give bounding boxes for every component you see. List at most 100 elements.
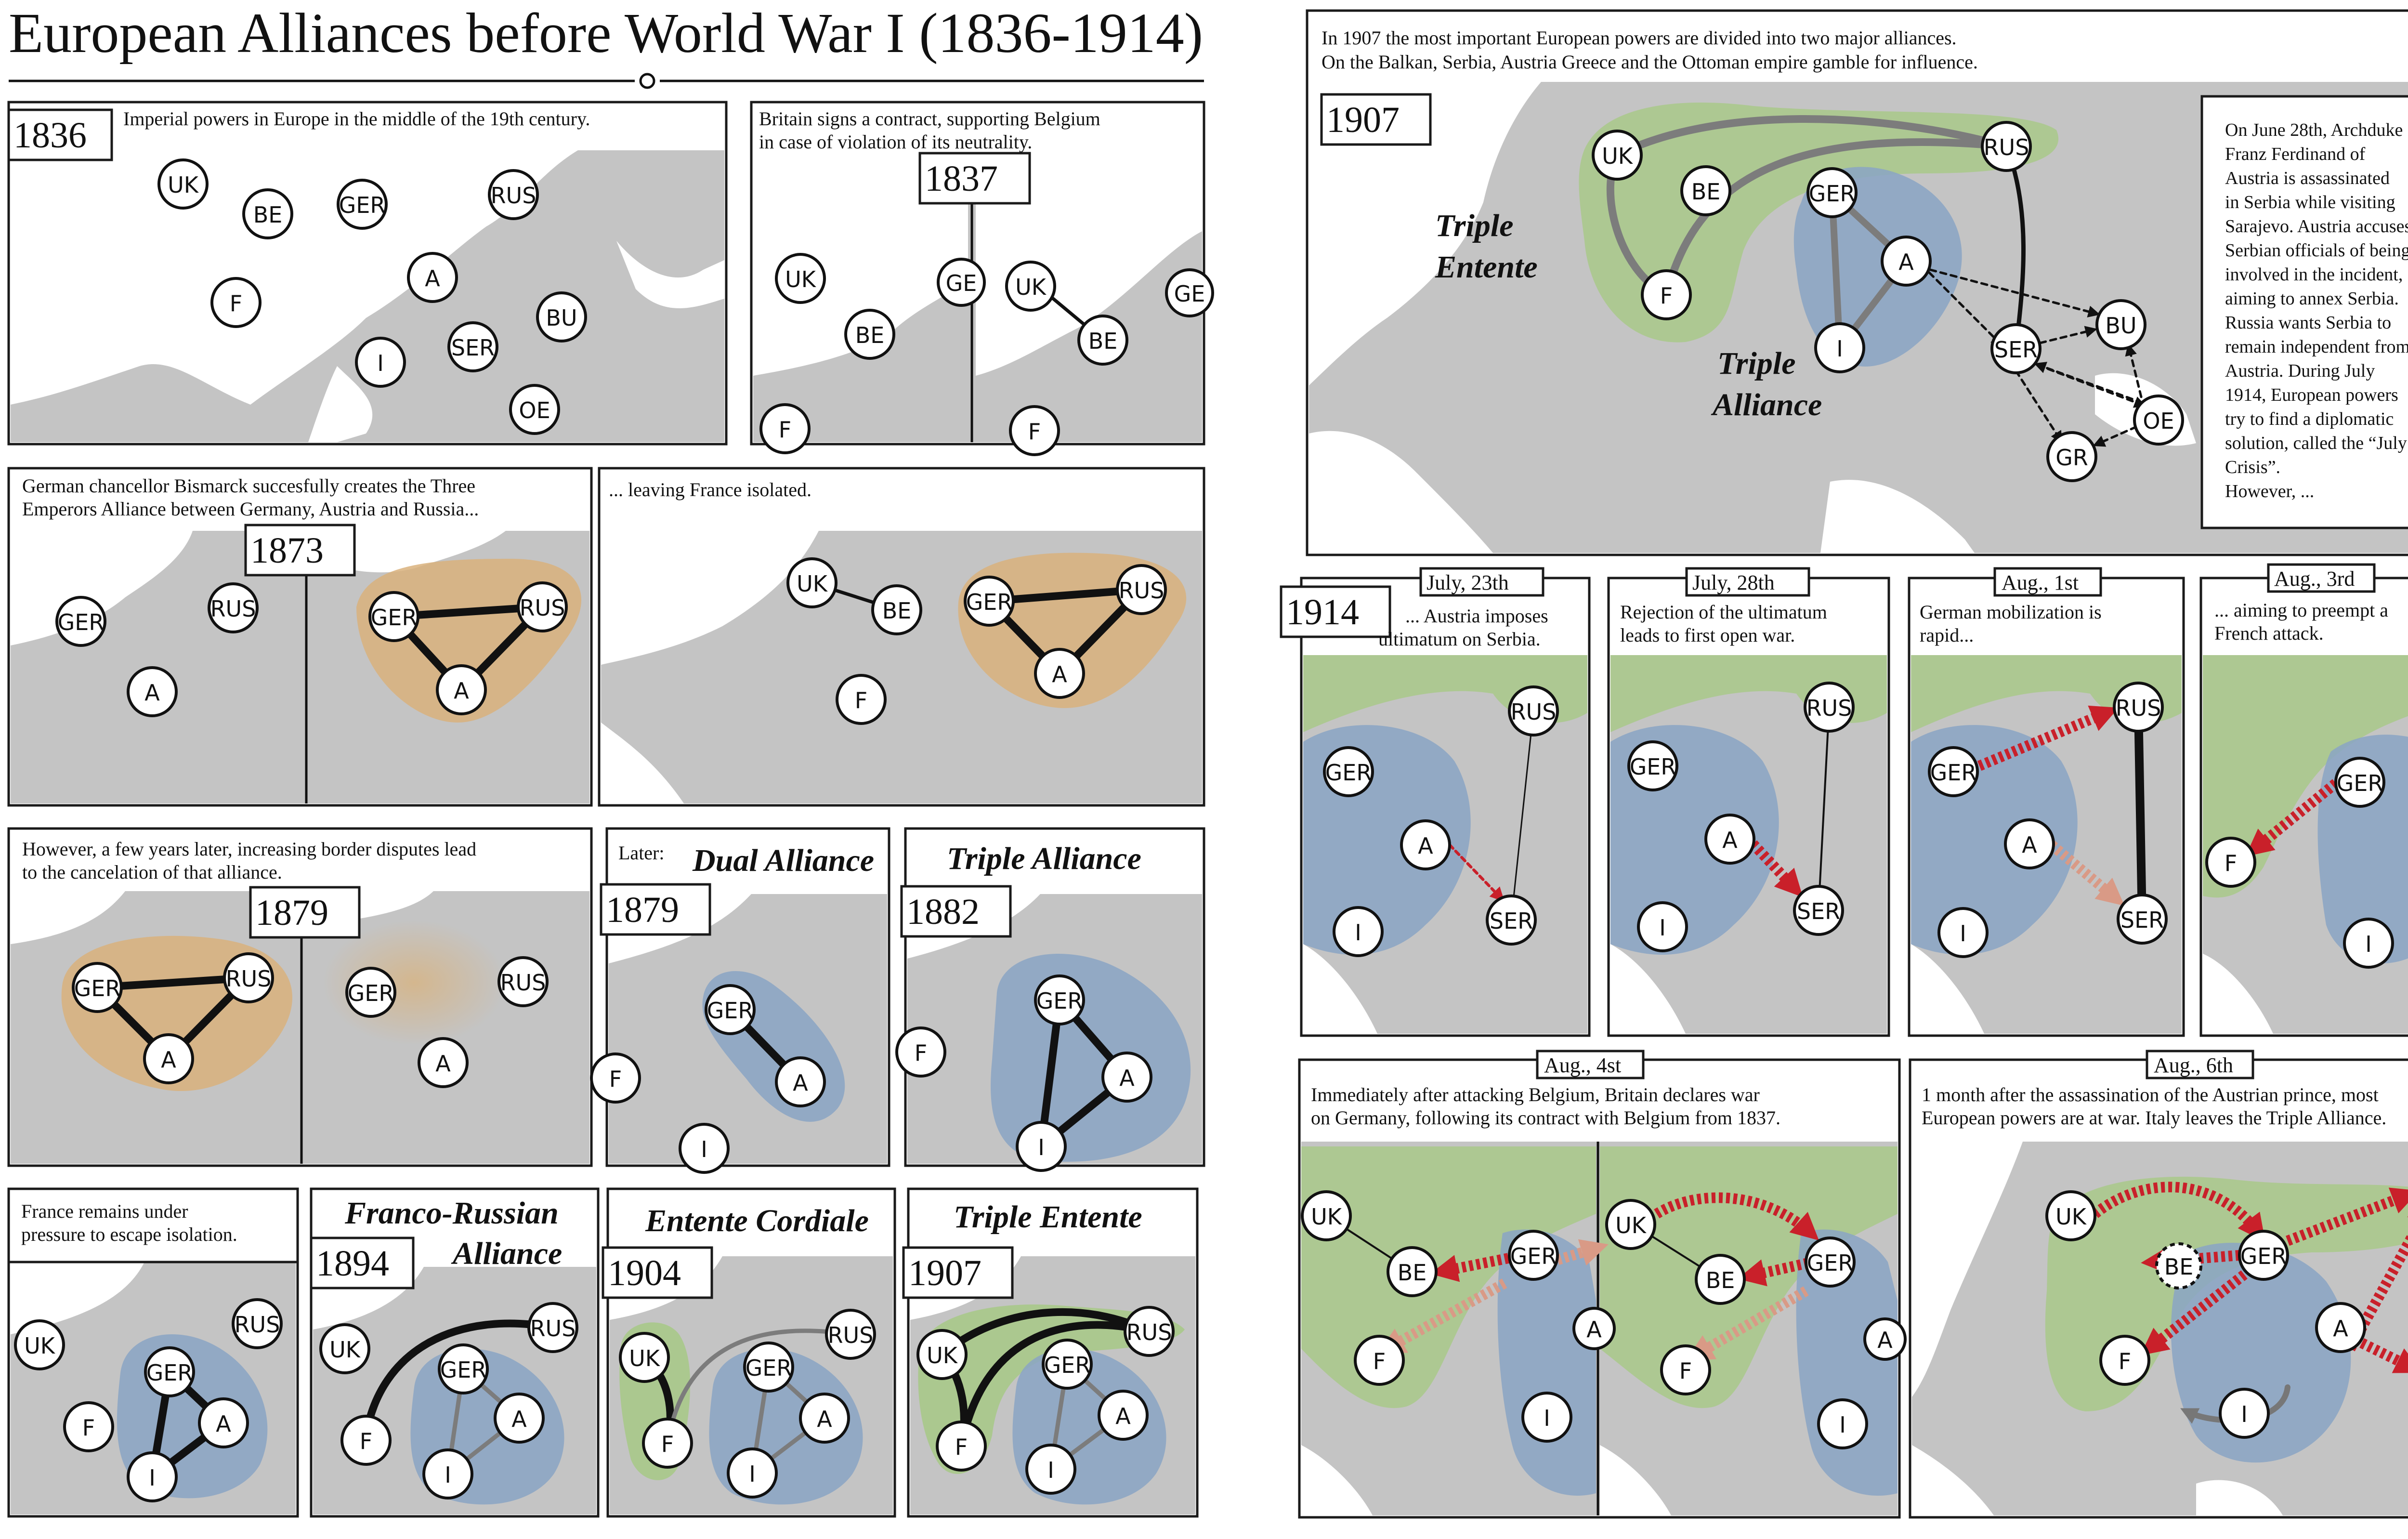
- panel-caption: Immediately after attacking Belgium, Bri…: [1311, 1084, 1760, 1105]
- svg-text:RUS: RUS: [828, 1322, 874, 1348]
- panel-1873: 1873 German chancellor Bismarck succesfu…: [7, 467, 593, 807]
- node-f: F: [836, 674, 887, 725]
- node-i: I: [679, 1123, 730, 1174]
- svg-text:GER: GER: [1807, 1250, 1854, 1276]
- svg-text:F: F: [855, 687, 867, 713]
- date-label: Aug., 4st: [1544, 1053, 1621, 1077]
- node-rus: RUS: [223, 952, 274, 1003]
- panel-caption: On the Balkan, Serbia, Austria Greece an…: [1322, 51, 1978, 73]
- svg-text:GER: GER: [1930, 760, 1977, 786]
- panel-aug-6: Aug., 6th 1 month after the assassinatio…: [1909, 1050, 2408, 1519]
- svg-text:RUS: RUS: [520, 595, 565, 621]
- panel-caption: European powers are at war. Italy leaves…: [1922, 1107, 2386, 1129]
- label-triple-entente: Entente: [1435, 250, 1538, 285]
- node-a: A: [1098, 1390, 1149, 1441]
- svg-text:RUS: RUS: [1984, 134, 2029, 160]
- node-i: I: [1637, 901, 1688, 952]
- svg-text:F: F: [955, 1434, 968, 1460]
- panel-caption: Britain signs a contract, supporting Bel…: [759, 108, 1100, 130]
- svg-text:A: A: [1119, 1065, 1135, 1091]
- node-ger: GER: [743, 1342, 794, 1393]
- alliance-link: [362, 1319, 557, 1439]
- year-label: 1879: [606, 890, 679, 930]
- svg-text:I: I: [1659, 915, 1666, 941]
- node-be: BE: [2155, 1242, 2202, 1289]
- year-label: 1907: [1326, 100, 1400, 140]
- svg-text:GER: GER: [348, 980, 394, 1006]
- title-block: European Alliances before World War I (1…: [9, 1, 1204, 89]
- node-i: I: [422, 1448, 473, 1500]
- node-f: F: [210, 277, 262, 328]
- node-uk: UK: [786, 557, 838, 608]
- alliance-link: [938, 1308, 1153, 1358]
- node-i: I: [127, 1451, 178, 1502]
- node-uk: UK: [157, 158, 209, 210]
- svg-text:OE: OE: [519, 397, 550, 423]
- node-rus: RUS: [497, 956, 549, 1007]
- node-ger: GER: [1034, 974, 1085, 1026]
- svg-text:F: F: [2225, 850, 2237, 876]
- node-be: BE: [1695, 1254, 1746, 1305]
- date-label: Aug., 1st: [2002, 571, 2079, 594]
- svg-text:BE: BE: [855, 322, 885, 348]
- svg-text:GER: GER: [440, 1357, 487, 1383]
- svg-text:RUS: RUS: [1119, 578, 1165, 604]
- svg-text:I: I: [2365, 931, 2372, 957]
- panel-caption: However, a few years later, increasing b…: [22, 838, 476, 860]
- svg-text:GER: GER: [746, 1355, 792, 1381]
- node-i: I: [1016, 1121, 1067, 1172]
- panel-1879: 1879 However, a few years later, increas…: [7, 827, 593, 1167]
- panel-caption: Emperors Alliance between Germany, Austr…: [22, 498, 479, 520]
- alliance-link: [2134, 703, 2146, 923]
- year-label: 1837: [925, 158, 998, 199]
- svg-text:UK: UK: [2055, 1204, 2087, 1230]
- svg-text:I: I: [749, 1461, 756, 1487]
- war-arrow: [2359, 1338, 2408, 1373]
- label-triple-alliance: Alliance: [1711, 387, 1822, 422]
- node-i: I: [2343, 918, 2394, 969]
- svg-text:A: A: [793, 1070, 808, 1096]
- panel-caption: In 1907 the most important European powe…: [1322, 27, 1957, 49]
- node-a: A: [775, 1056, 826, 1107]
- svg-text:F: F: [779, 417, 791, 443]
- war-arrow: [1737, 1258, 1809, 1287]
- node-ger: GER: [964, 576, 1015, 627]
- alliance-link: [1613, 115, 2010, 159]
- ultimatum-arrow: [1448, 843, 1505, 902]
- node-a: A: [1400, 819, 1451, 870]
- war-arrow: [2092, 1182, 2265, 1242]
- panel-title: Entente Cordiale: [645, 1203, 869, 1238]
- svg-text:BE: BE: [1706, 1267, 1735, 1293]
- svg-text:UK: UK: [1015, 274, 1047, 300]
- svg-text:A: A: [1418, 833, 1433, 859]
- node-i: I: [1025, 1444, 1076, 1495]
- node-be: BE: [1077, 315, 1128, 366]
- svg-text:BE: BE: [1398, 1260, 1427, 1286]
- svg-text:I: I: [1836, 336, 1843, 362]
- node-i: I: [727, 1447, 778, 1499]
- svg-text:GER: GER: [2337, 770, 2383, 796]
- influence-arrow: [2125, 343, 2143, 398]
- node-ger: GER: [55, 596, 106, 647]
- year-label: 1904: [608, 1253, 681, 1293]
- node-ger: GER: [1323, 746, 1374, 797]
- node-a: A: [198, 1397, 249, 1448]
- svg-text:UK: UK: [1602, 143, 1634, 169]
- node-rus: RUS: [1116, 564, 1167, 615]
- alliance-links: [93, 115, 2408, 1481]
- panel-aug-4: Aug., 4st Immediately after attacking Be…: [1298, 1050, 1901, 1519]
- alliance-link: [665, 1329, 853, 1446]
- panel-title: Triple Alliance: [947, 841, 1141, 876]
- svg-text:UK: UK: [1615, 1212, 1647, 1238]
- svg-text:SER: SER: [1994, 337, 2038, 363]
- panel-caption: pressure to escape isolation.: [21, 1223, 237, 1245]
- svg-text:GER: GER: [74, 975, 121, 1001]
- svg-text:GE: GE: [1174, 281, 1205, 307]
- svg-text:GE: GE: [946, 270, 977, 296]
- label-triple-entente: Triple: [1435, 208, 1514, 243]
- node-f: F: [2205, 837, 2256, 888]
- node-f: F: [340, 1415, 392, 1466]
- war-arrow: [2140, 1270, 2248, 1356]
- svg-text:RUS: RUS: [210, 596, 256, 622]
- panel-1837: 1837 Britain signs a contract, supportin…: [750, 101, 1205, 446]
